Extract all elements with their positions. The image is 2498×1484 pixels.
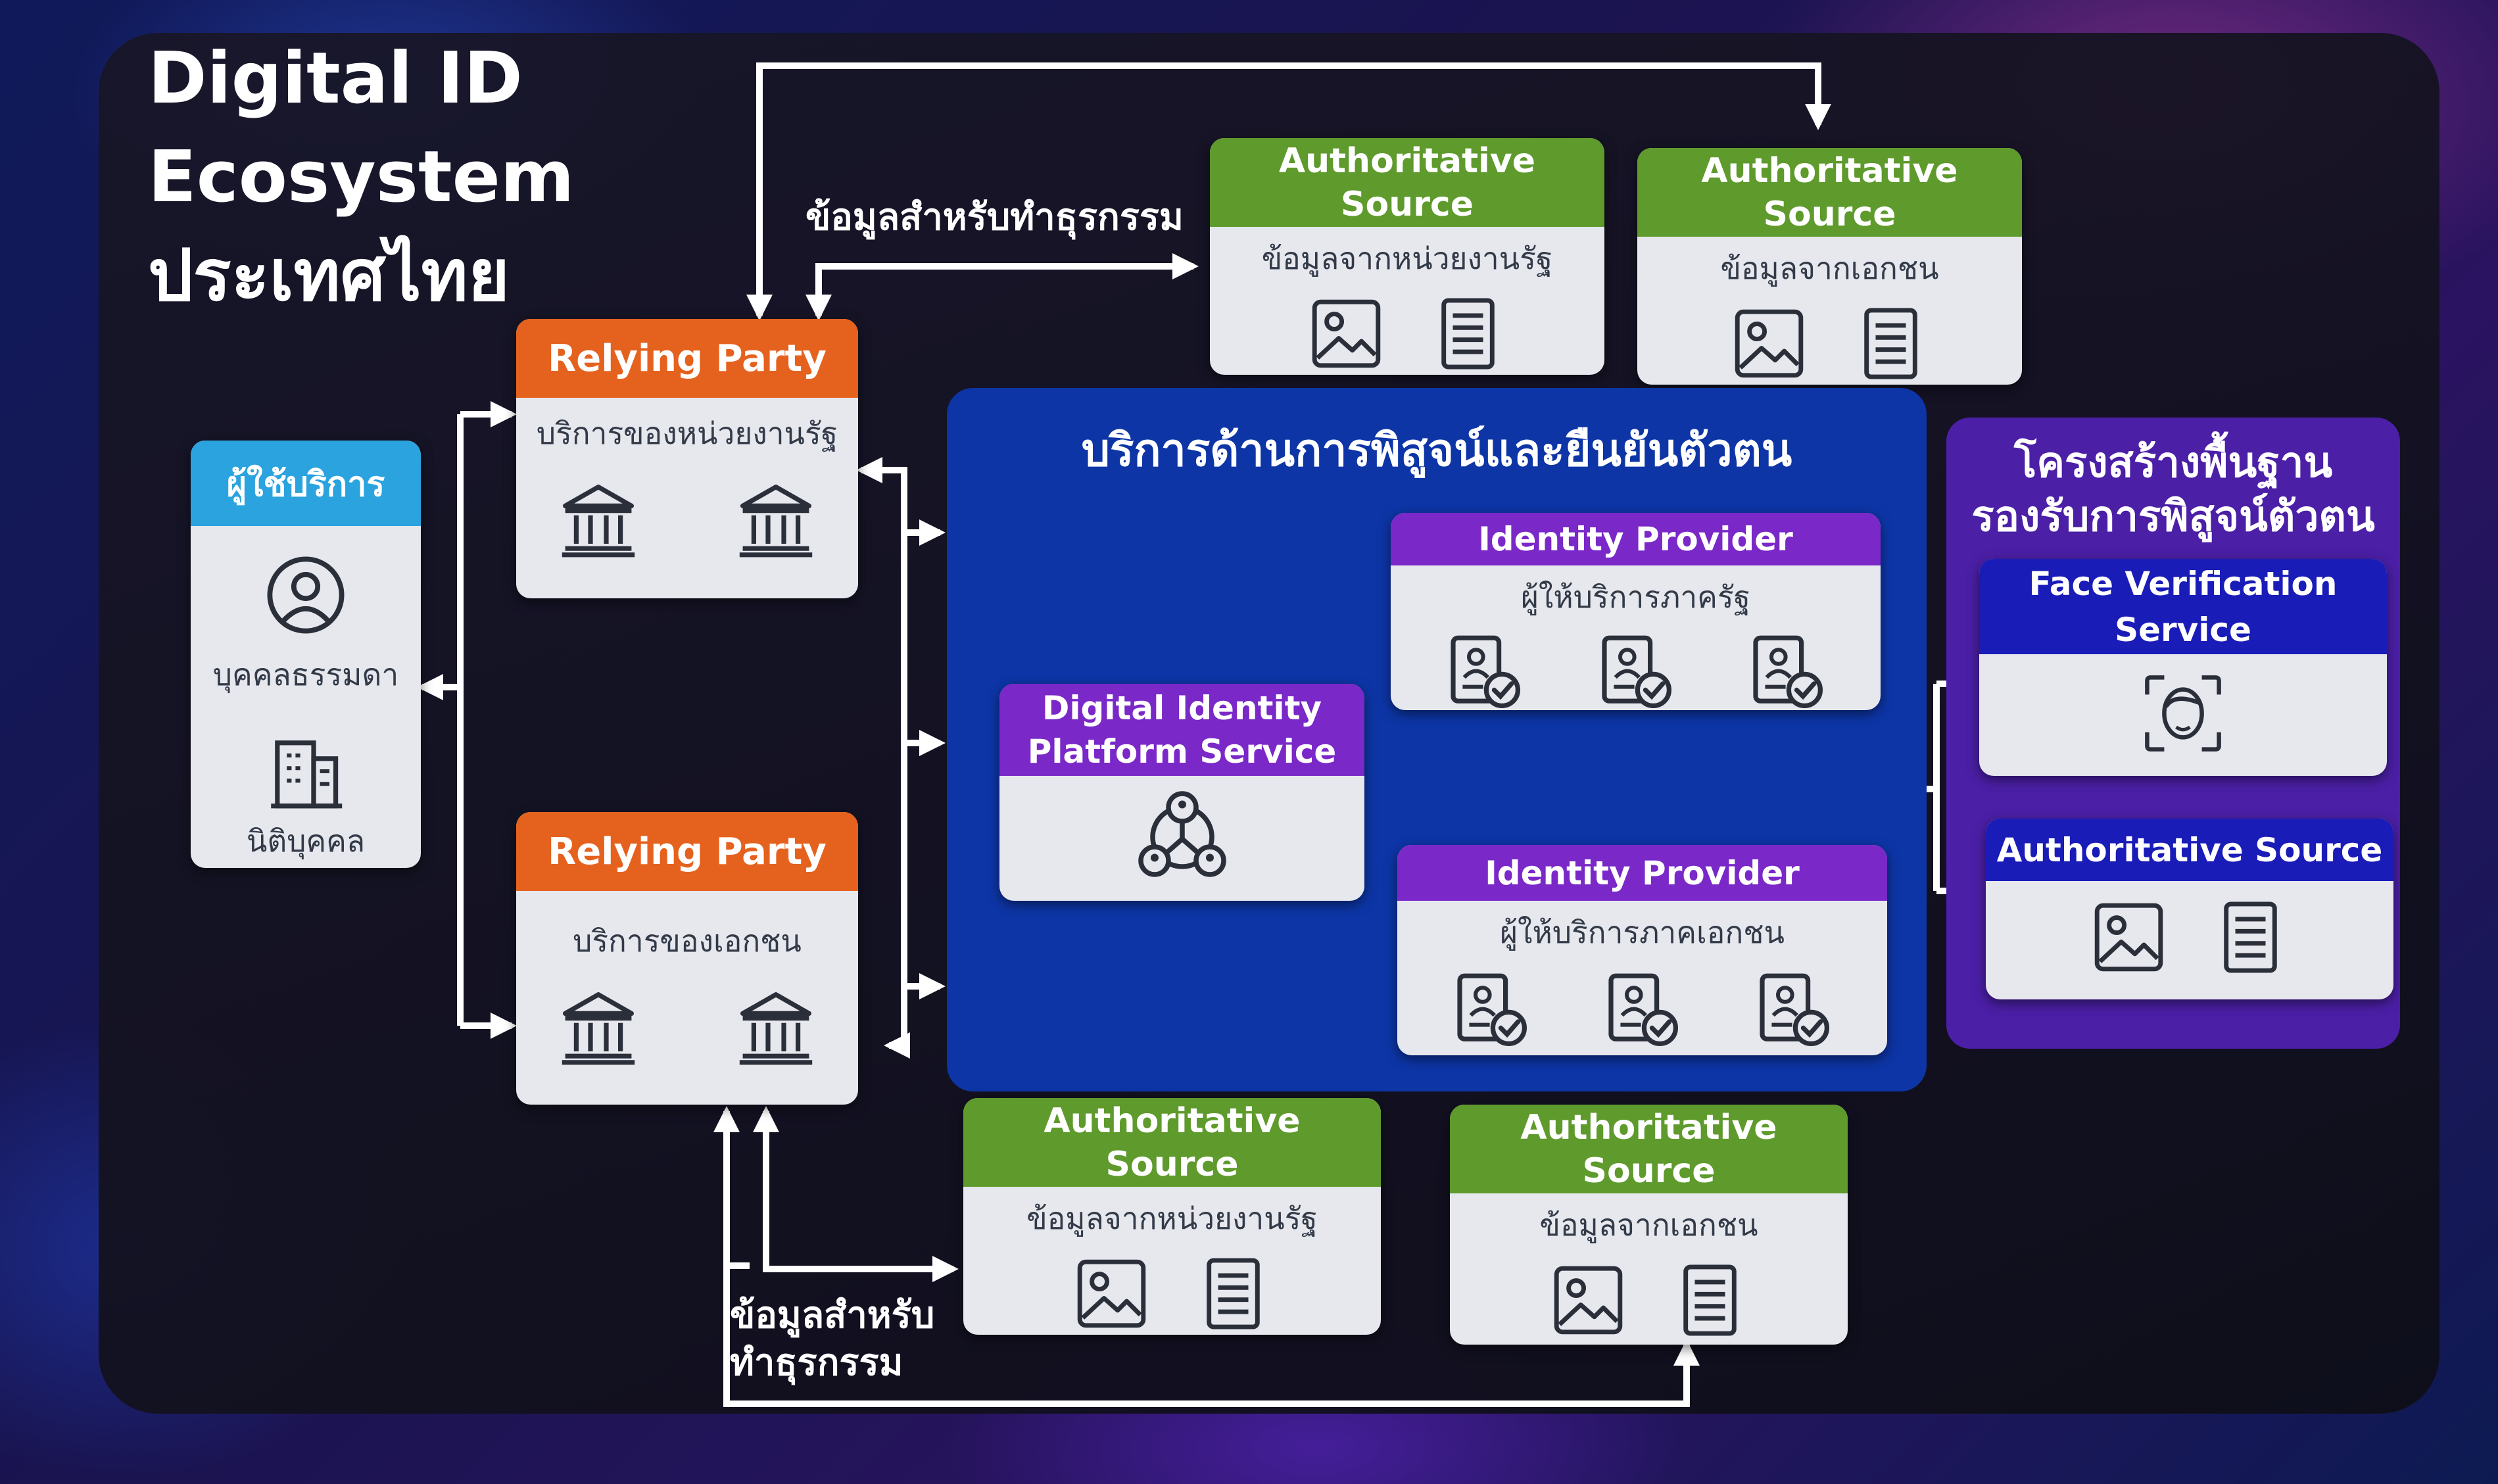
identity-provider-gov-sub: ผู้ให้บริการภาครัฐ: [1520, 579, 1751, 615]
user-card-header: ผู้ใช้บริการ: [191, 441, 421, 526]
transaction-data-label-top: ข้อมูลสำหรับทำธุรกรรม: [805, 196, 1184, 239]
identity-panel-title: บริการด้านการพิสูจน์และยืนยันตัวตน: [1081, 425, 1792, 477]
bank-icon: [559, 481, 638, 560]
document-icon: [1853, 306, 1929, 381]
bank-icon: [559, 988, 638, 1067]
relying-party-private-sub: บริการของเอกชน: [573, 923, 802, 959]
authoritative-source-bottom-gov-header: Authoritative Source: [963, 1098, 1381, 1187]
platform-line-1: Digital Identity: [1042, 689, 1322, 727]
relying-party-private-header: Relying Party: [516, 812, 858, 891]
authoritative-source-top-gov-header: Authoritative Source: [1210, 138, 1604, 227]
digital-identity-platform-header: Digital Identity Platform Service: [999, 684, 1364, 776]
infra-authoritative-source-header: Authoritative Source: [1986, 819, 2393, 881]
image-icon: [1074, 1256, 1149, 1331]
infra-authoritative-source-title: Authoritative Source: [1996, 830, 2383, 869]
authoritative-source-top-gov: Authoritative Source ข้อมูลจากหน่วยงานรั…: [1210, 138, 1604, 375]
id-check-icon: [1597, 633, 1675, 710]
document-icon: [1430, 296, 1506, 371]
title-line-2: Ecosystem: [148, 136, 575, 218]
user-card-title: ผู้ใช้บริการ: [226, 464, 385, 504]
image-icon: [1309, 296, 1384, 371]
infra-title-line-2: รองรับการพิสูจน์ตัวตน: [1971, 492, 2375, 541]
title-line-3: ประเทศไทย: [148, 235, 510, 317]
header-line-1: Authoritative: [1044, 1101, 1301, 1141]
identity-provider-gov-card: Identity Provider ผู้ให้บริการภาครัฐ: [1391, 513, 1881, 710]
infra-authoritative-source-card: Authoritative Source: [1986, 819, 2393, 999]
person-label: บุคคลธรรมดา: [212, 657, 399, 692]
face-verification-header: Face Verification Service: [1979, 559, 2387, 654]
image-icon: [2091, 899, 2167, 975]
infra-panel-title: โครงสร้างพื้นฐาน รองรับการพิสูจน์ตัวตน: [1946, 436, 2400, 544]
identity-provider-private-header: Identity Provider: [1397, 845, 1887, 901]
header-line-1: Authoritative: [1701, 151, 1958, 191]
face-scan-icon: [2140, 671, 2226, 756]
identity-provider-private-sub: ผู้ให้บริการภาคเอกชน: [1500, 915, 1785, 950]
header-line-2: Source: [1341, 184, 1474, 224]
document-icon: [1672, 1262, 1748, 1338]
image-icon: [1731, 306, 1807, 381]
identity-provider-private-card: Identity Provider ผู้ให้บริการภาคเอกชน: [1397, 845, 1887, 1055]
document-icon: [1195, 1256, 1271, 1331]
id-check-icon: [1754, 971, 1833, 1050]
header-line-1: Authoritative: [1520, 1107, 1777, 1147]
authoritative-source-top-private-sub: ข้อมูลจากเอกชน: [1720, 251, 1939, 286]
identity-provider-gov-header: Identity Provider: [1391, 513, 1881, 565]
transaction-data-label-bottom: ข้อมูลสำหรับ ทำธุรกรรม: [730, 1292, 934, 1387]
entity-label: นิติบุคคล: [246, 823, 366, 859]
bank-icon: [736, 481, 815, 560]
id-check-icon: [1603, 971, 1682, 1050]
authoritative-source-bottom-gov-sub: ข้อมูลจากหน่วยงานรัฐ: [1026, 1201, 1318, 1236]
face-verification-card: Face Verification Service: [1979, 559, 2387, 776]
relying-party-gov-sub: บริการของหน่วยงานรัฐ: [536, 416, 838, 451]
relying-party-gov-card: Relying Party บริการของหน่วยงานรัฐ: [516, 319, 858, 598]
header-line-1: Authoritative: [1278, 141, 1536, 181]
relying-party-private-title: Relying Party: [548, 830, 827, 873]
face-line-1: Face Verification: [2029, 564, 2338, 603]
network-icon: [1133, 788, 1232, 886]
title-line-1: Digital ID: [148, 37, 523, 120]
relying-party-private-card: Relying Party บริการของเอกชน: [516, 812, 858, 1105]
id-check-icon: [1445, 633, 1524, 710]
image-icon: [1550, 1262, 1626, 1338]
page-title: Digital ID Ecosystem ประเทศไทย: [148, 30, 608, 325]
bank-icon: [736, 988, 815, 1067]
header-line-2: Source: [1763, 194, 1896, 234]
header-line-2: Source: [1582, 1151, 1716, 1191]
label-bottom-line-2: ทำธุรกรรม: [730, 1341, 903, 1384]
relying-party-gov-title: Relying Party: [548, 337, 827, 380]
authoritative-source-top-gov-sub: ข้อมูลจากหน่วยงานรัฐ: [1261, 241, 1553, 276]
header-line-2: Source: [1105, 1144, 1239, 1184]
face-line-2: Service: [2115, 610, 2251, 649]
authoritative-source-bottom-gov: Authoritative Source ข้อมูลจากหน่วยงานรั…: [963, 1098, 1381, 1335]
identity-provider-gov-title: Identity Provider: [1478, 520, 1793, 558]
authoritative-source-bottom-private: Authoritative Source ข้อมูลจากเอกชน: [1450, 1105, 1848, 1345]
platform-line-2: Platform Service: [1027, 732, 1337, 771]
label-bottom-line-1: ข้อมูลสำหรับ: [730, 1294, 935, 1337]
id-check-icon: [1452, 971, 1531, 1050]
relying-party-gov-header: Relying Party: [516, 319, 858, 398]
id-check-icon: [1748, 633, 1827, 710]
user-card: ผู้ใช้บริการ บุคคลธรรมดา นิติบุคคล: [191, 441, 421, 868]
authoritative-source-bottom-private-sub: ข้อมูลจากเอกชน: [1539, 1207, 1758, 1243]
digital-identity-platform-card: Digital Identity Platform Service: [999, 684, 1364, 901]
authoritative-source-top-private-header: Authoritative Source: [1637, 148, 2022, 237]
document-icon: [2213, 899, 2288, 975]
authoritative-source-bottom-private-header: Authoritative Source: [1450, 1105, 1848, 1193]
infra-title-line-1: โครงสร้างพื้นฐาน: [2013, 439, 2333, 487]
building-icon: [266, 732, 345, 811]
identity-provider-private-title: Identity Provider: [1485, 853, 1800, 892]
user-icon: [263, 552, 348, 638]
authoritative-source-top-private: Authoritative Source ข้อมูลจากเอกชน: [1637, 148, 2022, 385]
